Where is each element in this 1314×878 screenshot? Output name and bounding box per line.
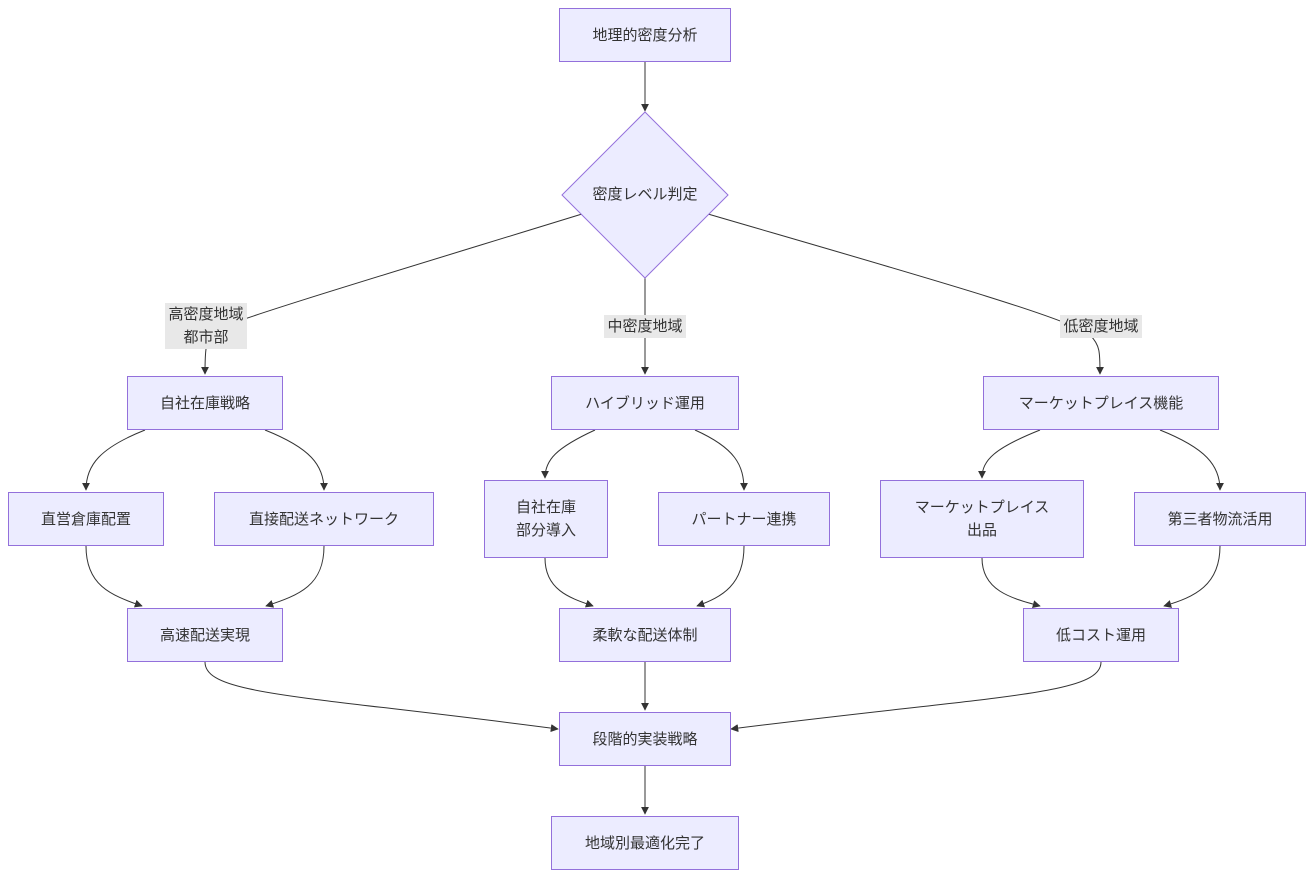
node-direct-warehouse: 直営倉庫配置 <box>8 492 164 546</box>
decision-diamond <box>561 111 729 279</box>
edge-decision-own <box>201 213 583 375</box>
node-partner: パートナー連携 <box>658 492 830 546</box>
edge-label-mid: 中密度地域 <box>604 315 686 338</box>
node-decision-label: 密度レベル判定 <box>592 185 698 203</box>
edge-own-delivery <box>264 429 328 491</box>
node-partial-inventory: 自社在庫 部分導入 <box>484 480 608 558</box>
node-own-strategy: 自社在庫戦略 <box>127 376 283 430</box>
edge-hybrid-partial <box>541 429 596 479</box>
edge-market-thirdparty <box>1159 429 1224 491</box>
node-complete: 地域別最適化完了 <box>551 816 739 870</box>
edge-partial-flexible <box>544 557 594 608</box>
edge-own-warehouse <box>82 429 146 491</box>
edge-thirdparty-lowcost <box>1163 545 1221 608</box>
edge-market-listing <box>978 429 1041 479</box>
edge-hybrid-partner <box>694 429 748 491</box>
node-marketplace-listing: マーケットプレイス 出品 <box>880 480 1084 558</box>
node-flexible-delivery: 柔軟な配送体制 <box>559 608 731 662</box>
edge-delivery-fast <box>265 545 325 608</box>
edge-fast-phased <box>204 661 559 733</box>
node-start: 地理的密度分析 <box>559 8 731 62</box>
edge-label-high: 高密度地域 都市部 <box>165 303 247 349</box>
node-third-party: 第三者物流活用 <box>1134 492 1306 546</box>
edge-label-low: 低密度地域 <box>1060 315 1142 338</box>
edge-listing-lowcost <box>981 557 1041 609</box>
edge-warehouse-fast <box>85 545 143 608</box>
node-marketplace: マーケットプレイス機能 <box>983 376 1219 430</box>
node-fast-delivery: 高速配送実現 <box>127 608 283 662</box>
node-phased: 段階的実装戦略 <box>559 712 731 766</box>
edge-lowcost-phased <box>730 661 1102 733</box>
node-low-cost: 低コスト運用 <box>1023 608 1179 662</box>
edge-decision-marketplace <box>707 213 1104 375</box>
node-direct-delivery: 直接配送ネットワーク <box>214 492 434 546</box>
edge-partner-flexible <box>696 545 745 608</box>
node-hybrid: ハイブリッド運用 <box>551 376 739 430</box>
